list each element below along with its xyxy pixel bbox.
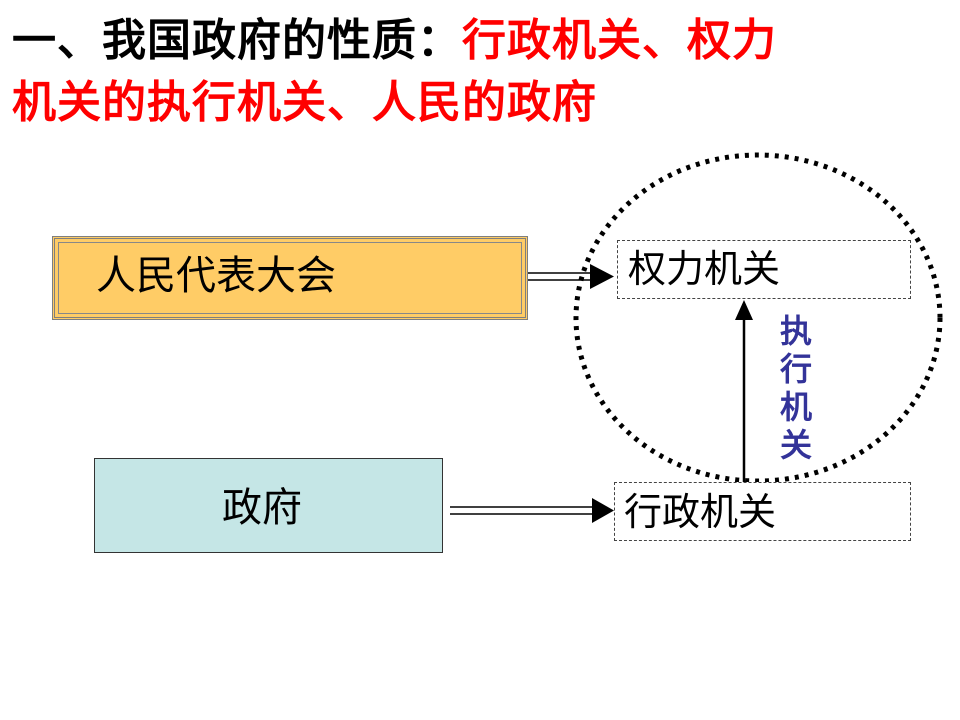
npc-box [52, 236, 528, 320]
administrative-organ-box [614, 482, 911, 541]
admin-to-power-arrow [735, 300, 753, 484]
npc-to-power-arrow [520, 264, 614, 289]
npc-label: 人民代表大会 [96, 253, 336, 299]
title-highlight-line1: 行政机关、权力 [462, 15, 777, 66]
title-prefix: 一、我国政府的性质： [12, 15, 462, 66]
power-circle [573, 152, 943, 484]
title-highlight-line2: 机关的执行机关、人民的政府 [12, 77, 597, 128]
power-organ-box [617, 240, 911, 299]
gov-to-admin-arrow [450, 498, 614, 523]
administrative-organ-label: 行政机关 [624, 490, 777, 534]
executive-organ-label: 执行机关 [779, 312, 812, 464]
power-organ-label: 权力机关 [628, 247, 781, 291]
government-box [94, 458, 443, 553]
slide-title: 一、我国政府的性质：行政机关、权力机关的执行机关、人民的政府 [12, 10, 952, 134]
government-label: 政府 [222, 485, 302, 531]
